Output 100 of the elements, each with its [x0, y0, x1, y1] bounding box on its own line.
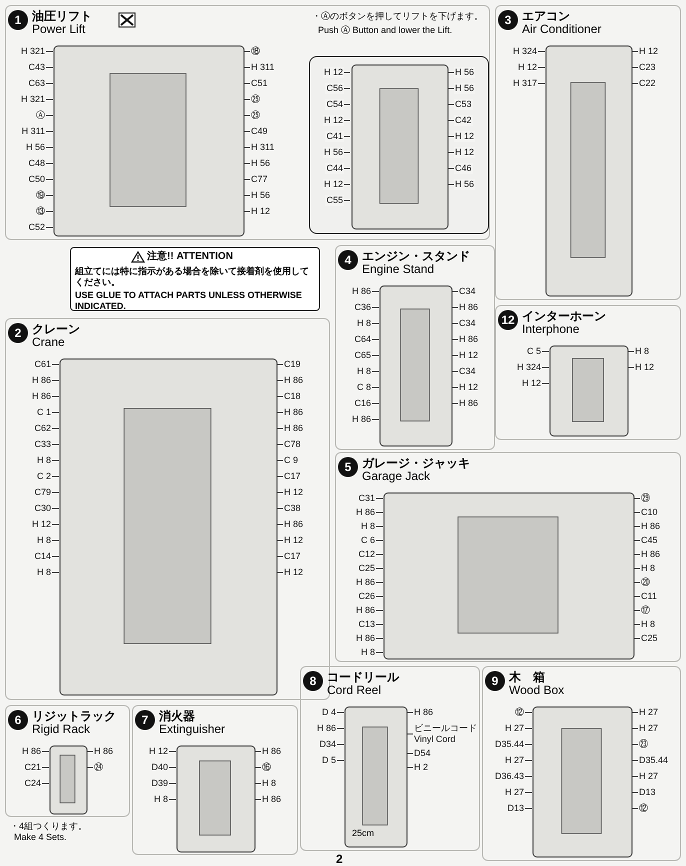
leader-line [524, 728, 532, 729]
part-number: H 12 [458, 382, 480, 393]
dimension-label: 25cm [352, 828, 374, 838]
leader-line [524, 760, 532, 761]
part-number: C34 [458, 286, 477, 297]
part-number: C41 [325, 131, 344, 142]
part-number: H 86 [458, 334, 480, 345]
leader-line [52, 572, 60, 573]
part-number: H 12 [322, 67, 344, 78]
leader-line [630, 67, 638, 68]
leader-line [372, 323, 380, 324]
leader-line [276, 380, 284, 381]
part-number: D 5 [320, 755, 337, 766]
part-number: ㉓ [638, 739, 649, 750]
part-number: H 86 [261, 794, 282, 805]
leader-line [336, 744, 344, 745]
leader-line [344, 168, 350, 169]
part-number: H 56 [454, 67, 476, 78]
leader-line [450, 307, 458, 308]
leader-line [46, 51, 54, 52]
leader-line [372, 387, 380, 388]
leader-line [630, 792, 638, 793]
leader-line [542, 383, 550, 384]
leader-line [538, 51, 546, 52]
part-number: C45 [640, 535, 659, 546]
leader-line [632, 540, 640, 541]
leader-line [376, 652, 384, 653]
part-number: H 12 [454, 131, 476, 142]
part-number: C77 [250, 174, 269, 185]
leader-line [344, 88, 350, 89]
leader-line [276, 364, 284, 365]
part-number: D 4 [320, 707, 337, 718]
part-number: H 27 [504, 755, 525, 766]
leader-line [254, 783, 262, 784]
part-number: ⑫ [514, 707, 525, 718]
part-number: C18 [283, 391, 302, 402]
leader-line [52, 428, 60, 429]
leader-line [632, 554, 640, 555]
part-number: C49 [250, 126, 269, 137]
step-number-badge: 7 [135, 710, 155, 730]
step-title-english: Cord Reel [327, 683, 382, 697]
part-number: C34 [458, 366, 477, 377]
leader-line [168, 751, 176, 752]
leader-line [276, 412, 284, 413]
part-number: H 8 [640, 563, 656, 574]
leader-line [376, 526, 384, 527]
part-number: C13 [357, 619, 376, 630]
leader-line [524, 744, 532, 745]
part-number: C65 [353, 350, 372, 361]
part-number: H 8 [634, 346, 650, 357]
part-number: C25 [640, 633, 659, 644]
leader-line [376, 624, 384, 625]
leader-line [538, 67, 546, 68]
part-number: H 27 [504, 787, 525, 798]
step-number-badge: 4 [338, 250, 358, 270]
leader-line [538, 83, 546, 84]
leader-line [632, 568, 640, 569]
leader-line [276, 572, 284, 573]
step-panel [5, 5, 490, 240]
part-number: C42 [454, 115, 473, 126]
leader-line [630, 776, 638, 777]
note-text: ・Ⓐのボタンを押してリフトを下げます。 [312, 10, 483, 23]
part-number: H 86 [283, 375, 304, 386]
leader-line [372, 291, 380, 292]
leader-line [446, 152, 454, 153]
step-title: クレーン [32, 321, 80, 338]
part-number: C19 [283, 359, 302, 370]
part-number: C54 [325, 99, 344, 110]
part-number: H 56 [454, 179, 476, 190]
step-title: 消火器 [159, 708, 195, 724]
part-number: H 86 [354, 577, 376, 588]
leader-line [168, 767, 176, 768]
part-number: D39 [150, 778, 169, 789]
leader-line [276, 396, 284, 397]
leader-line [276, 492, 284, 493]
leader-line [168, 799, 176, 800]
part-number: H 12 [458, 350, 480, 361]
leader-line [372, 307, 380, 308]
part-number: C79 [33, 487, 52, 498]
part-number: C36 [353, 302, 372, 313]
part-number: C21 [23, 762, 42, 773]
leader-line [626, 351, 634, 352]
leader-line [450, 291, 458, 292]
part-number: C34 [458, 318, 477, 329]
leader-line [46, 227, 54, 228]
leader-line [446, 136, 454, 137]
leader-line [446, 104, 454, 105]
part-number: H 317 [512, 78, 538, 89]
part-number: H 27 [638, 723, 660, 734]
leader-line [632, 596, 640, 597]
part-number: C25 [357, 563, 376, 574]
part-number: H 86 [413, 707, 434, 718]
leader-line [406, 753, 414, 754]
leader-line [344, 184, 350, 185]
leader-line [242, 99, 250, 100]
leader-line [46, 115, 54, 116]
part-number: C50 [27, 174, 46, 185]
part-number: H 86 [640, 549, 662, 560]
leader-line [372, 339, 380, 340]
page-number: 2 [336, 852, 343, 866]
